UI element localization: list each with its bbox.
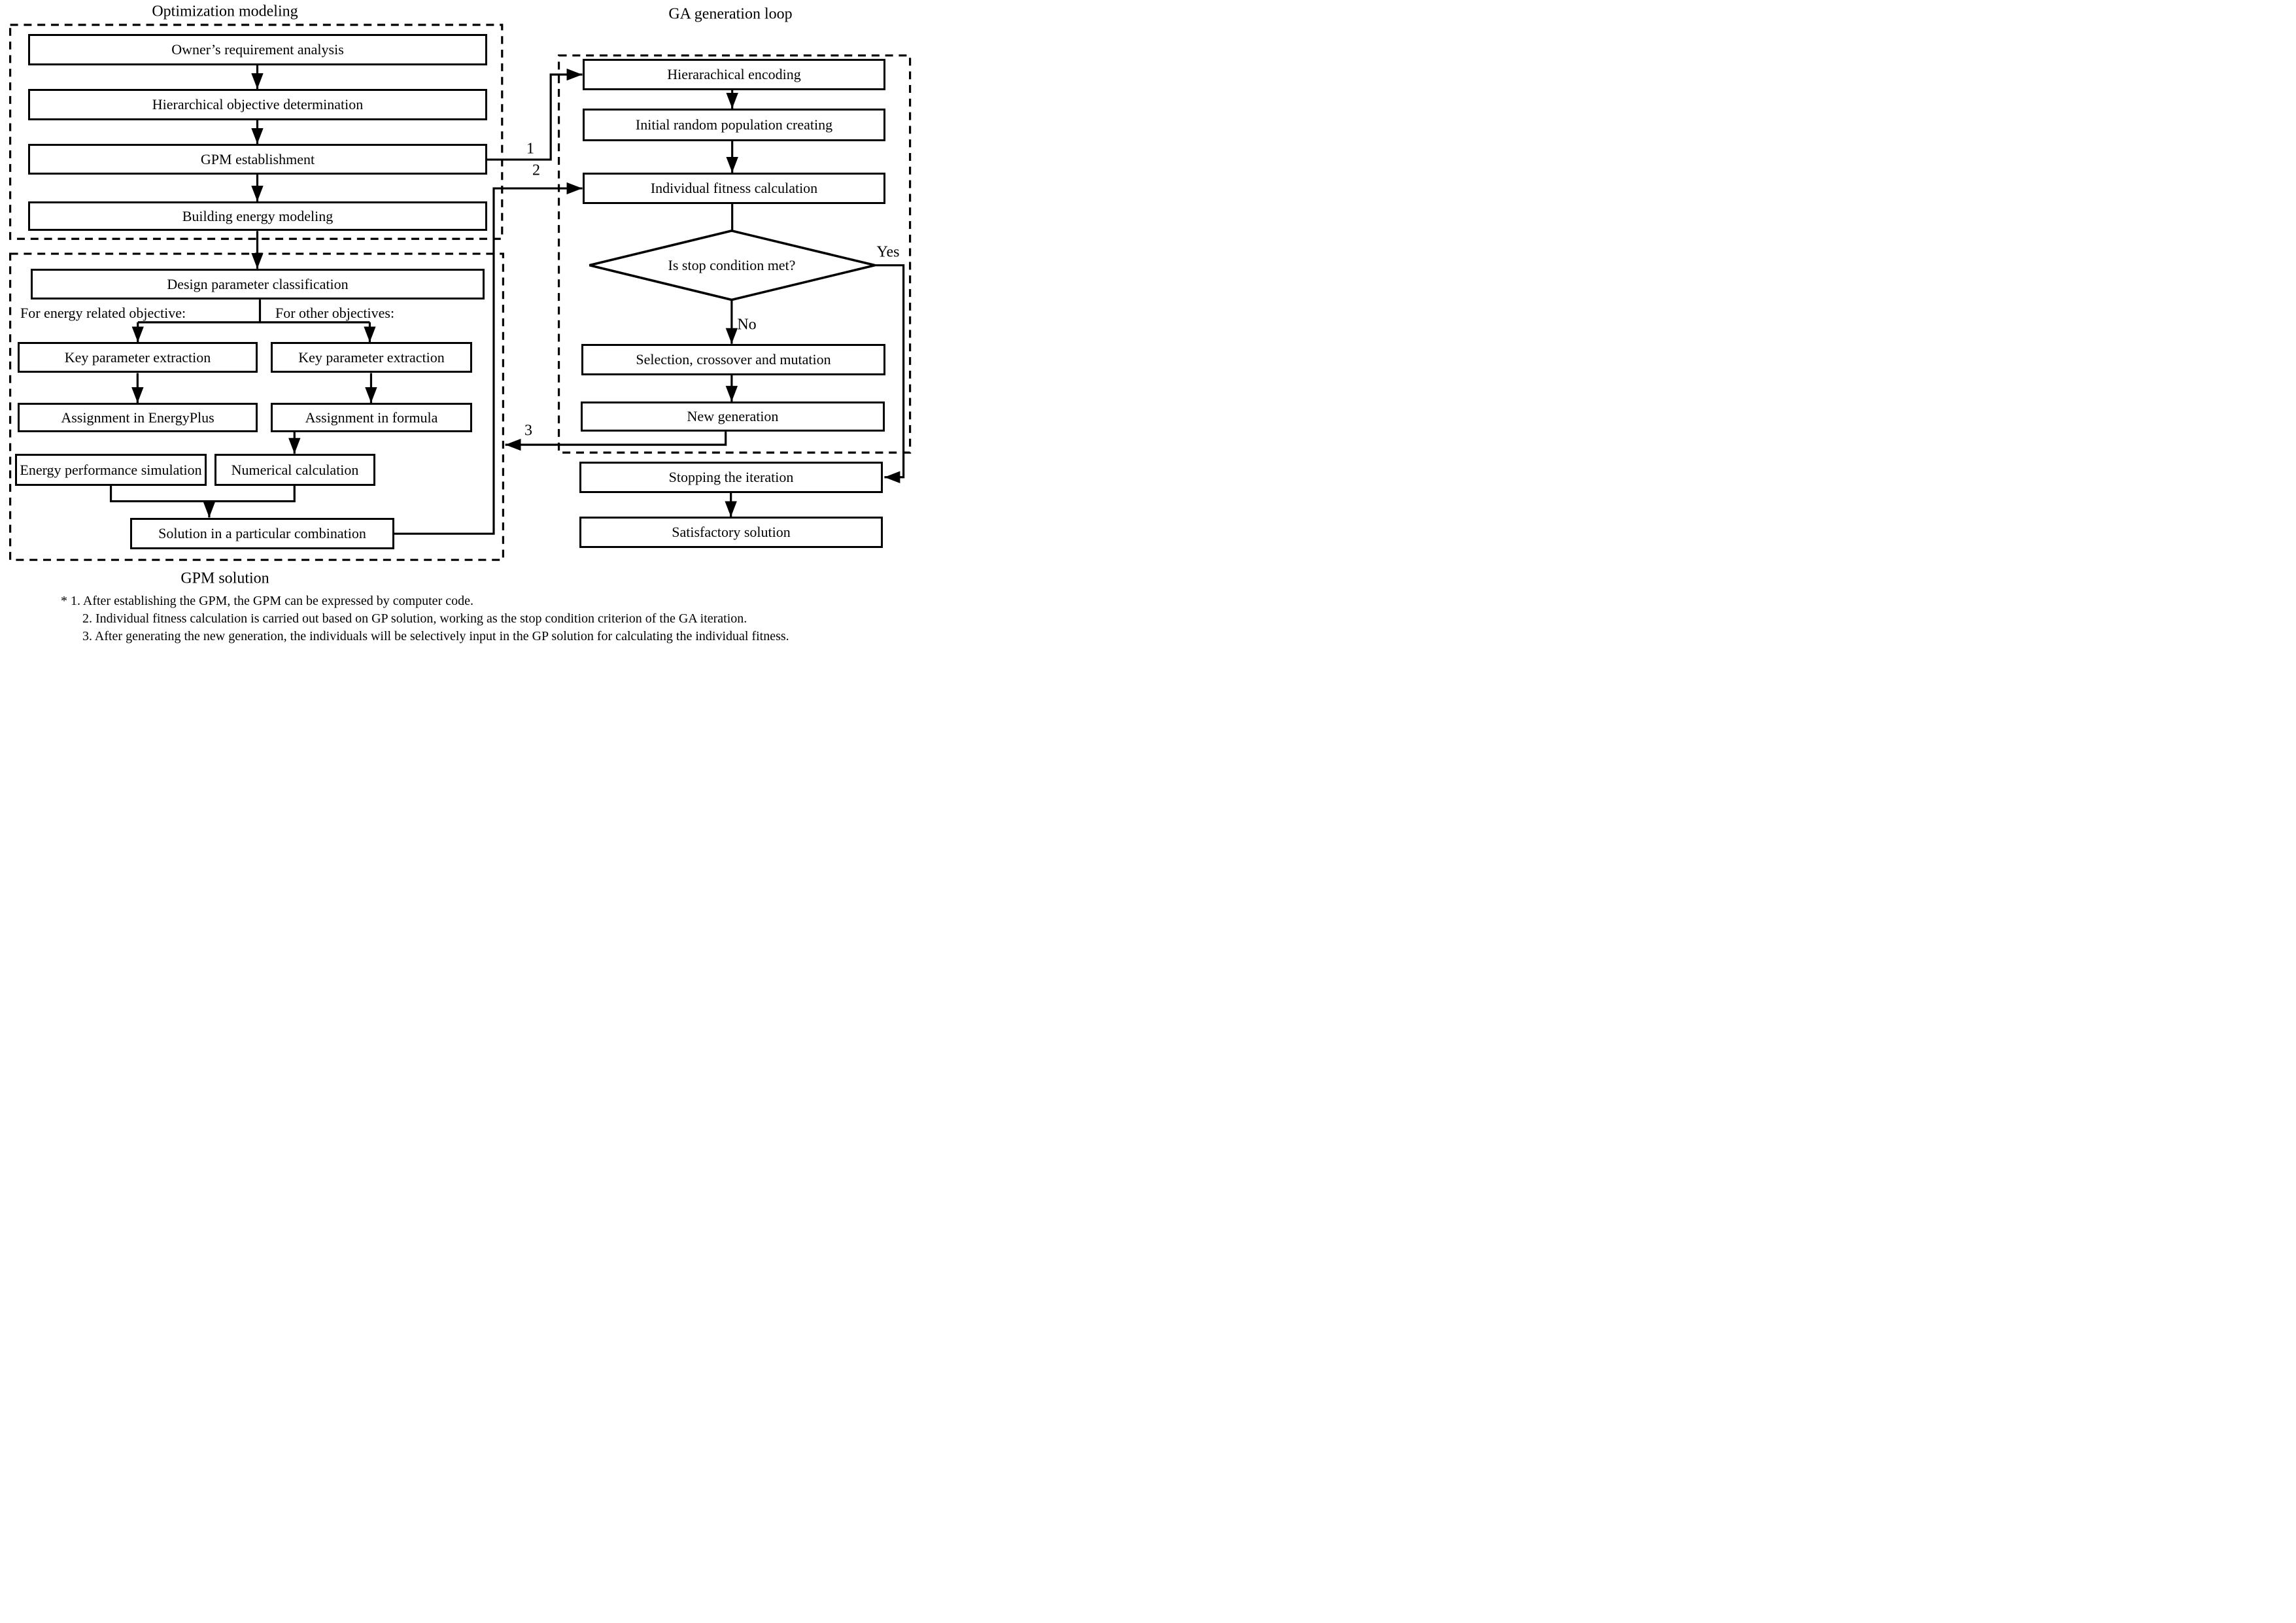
footnote-3: 3. After generating the new generation, … <box>82 629 789 643</box>
box-satisfactory-solution: Satisfactory solution <box>579 517 883 548</box>
branch-label-energy-objective: For energy related objective: <box>20 305 186 321</box>
box-assignment-in-energyplus: Assignment in EnergyPlus <box>18 403 258 432</box>
no-label: No <box>737 316 757 333</box>
box-individual-fitness-calculation: Individual fitness calculation <box>583 173 885 204</box>
box-gpm-establishment: GPM establishment <box>28 144 487 175</box>
box-selection-crossover-mutation: Selection, crossover and mutation <box>581 344 885 375</box>
stop-condition-text: Is stop condition met? <box>668 257 796 273</box>
footnote-2: 2. Individual fitness calculation is car… <box>82 611 747 626</box>
box-new-generation: New generation <box>581 401 885 432</box>
ga-loop-dashed-border <box>557 54 912 454</box>
box-building-energy-modeling: Building energy modeling <box>28 201 487 231</box>
link-2-solution-to-fitness <box>394 182 583 535</box>
flowchart-diagram: Optimization modeling GA generation loop… <box>0 0 918 649</box>
yes-path-to-stopping <box>875 264 905 483</box>
box-owners-requirement-analysis: Owner’s requirement analysis <box>28 34 487 65</box>
box-assignment-in-formula: Assignment in formula <box>271 403 472 432</box>
link-3-newgen-to-gpm-solution <box>505 432 727 451</box>
footnote-1: * 1. After establishing the GPM, the GPM… <box>61 594 473 608</box>
connector-layer <box>9 24 912 561</box>
box-initial-random-population: Initial random population creating <box>583 109 885 141</box>
merge-lines <box>109 485 296 503</box>
cross-links <box>394 68 727 535</box>
box-solution-particular-combination: Solution in a particular combination <box>130 518 394 549</box>
box-hierarachical-encoding: Hierarachical encoding <box>583 59 885 90</box>
box-energy-performance-simulation: Energy performance simulation <box>15 454 207 486</box>
box-hierarchical-objective-determination: Hierarchical objective determination <box>28 89 487 120</box>
gpm-solution-title: GPM solution <box>180 570 269 587</box>
branch-label-other-objectives: For other objectives: <box>275 305 395 321</box>
box-design-parameter-classification: Design parameter classification <box>31 269 485 299</box>
optimization-modeling-dashed-border <box>9 24 504 240</box>
optimization-modeling-title: Optimization modeling <box>152 3 298 20</box>
footnotes: * 1. After establishing the GPM, the GPM… <box>61 592 911 645</box>
box-stopping-the-iteration: Stopping the iteration <box>579 462 883 493</box>
connector-label-1: 1 <box>526 140 534 158</box>
box-numerical-calculation: Numerical calculation <box>214 454 375 486</box>
left-column-arrows <box>109 65 377 518</box>
yes-label: Yes <box>876 243 900 261</box>
connector-label-3: 3 <box>524 422 532 439</box>
link-1-gpm-to-encoding <box>487 68 583 161</box>
ga-generation-loop-title: GA generation loop <box>668 5 793 23</box>
box-key-parameter-extraction-other: Key parameter extraction <box>271 342 472 373</box>
box-key-parameter-extraction-energy: Key parameter extraction <box>18 342 258 373</box>
ga-column-arrows <box>725 90 905 517</box>
connector-label-2: 2 <box>532 162 540 179</box>
